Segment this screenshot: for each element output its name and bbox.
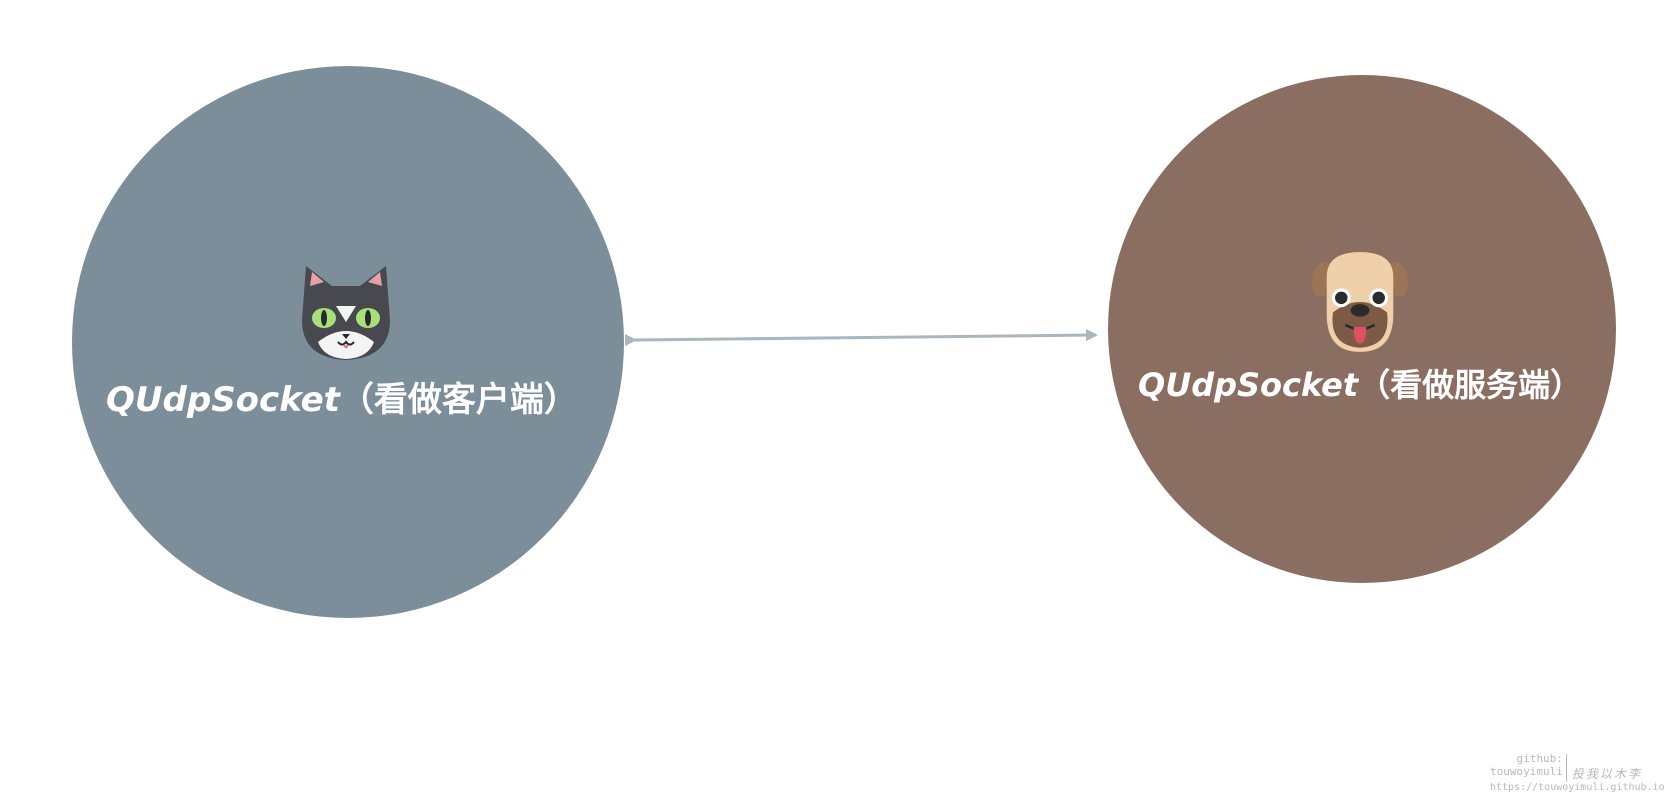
server-node-label: QUdpSocket（看做服务端）: [1138, 360, 1582, 406]
server-label-cjk: （看做服务端）: [1358, 366, 1583, 404]
client-node-label: QUdpSocket（看做客户端）: [106, 372, 578, 421]
watermark-github-label: github:: [1516, 752, 1563, 765]
client-label-latin: QUdpSocket: [106, 380, 340, 420]
watermark-github-user: touwoyimuli: [1490, 765, 1563, 778]
client-label-cjk: （看做客户端）: [339, 380, 578, 420]
connector-line: [624, 329, 1098, 347]
watermark: github: touwoyimuli 投我以木李 https://touwoy…: [1490, 752, 1665, 798]
cat-face-icon: [302, 266, 390, 360]
dog-face-icon: [1311, 252, 1409, 352]
watermark-github: github: touwoyimuli: [1490, 752, 1563, 778]
server-label-latin: QUdpSocket: [1138, 366, 1359, 404]
watermark-divider: [1565, 754, 1567, 782]
watermark-brand: 投我以木李: [1571, 767, 1642, 781]
watermark-url: https://touwoyimuli.github.io: [1490, 782, 1665, 793]
